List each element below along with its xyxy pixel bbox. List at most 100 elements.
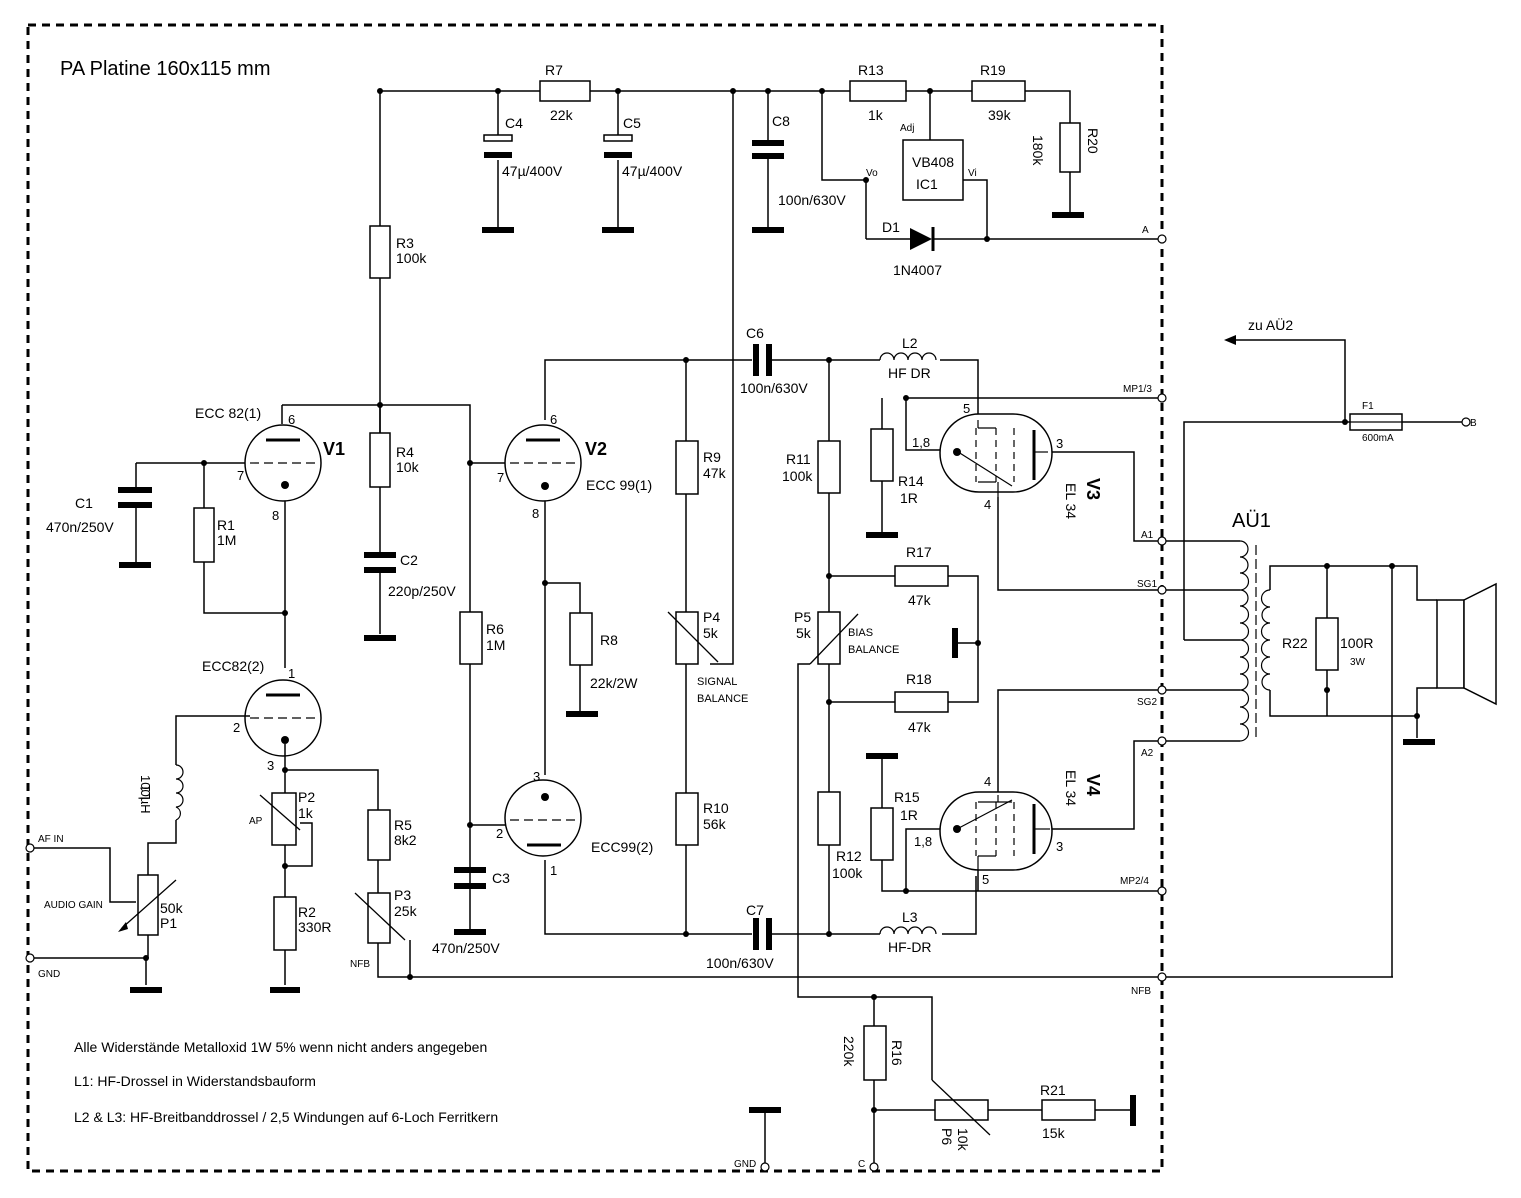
r10-value: 56k xyxy=(703,816,727,832)
r8-ref: R8 xyxy=(600,632,618,648)
v2b-triode xyxy=(504,779,582,857)
p2-ref: P2 xyxy=(298,789,315,805)
r11-ref: R11 xyxy=(786,451,811,467)
r4-ref: R4 xyxy=(396,444,414,460)
ic1-ref: IC1 xyxy=(916,176,938,192)
c5-plus-plate xyxy=(603,134,633,142)
r13-value: 1k xyxy=(868,107,884,123)
ic1-vi-label: Vi xyxy=(968,168,977,179)
v4-pentode xyxy=(939,791,1053,871)
p4-label-1: SIGNAL xyxy=(697,676,737,688)
l3-value: HF-DR xyxy=(888,939,932,955)
v2-cathode xyxy=(541,482,549,490)
p4-value: 5k xyxy=(703,625,719,641)
r20-value: 180k xyxy=(1030,135,1046,166)
v1b-junctions xyxy=(143,767,413,980)
r22-power: 3W xyxy=(1350,657,1366,668)
terminal-b xyxy=(1461,417,1471,427)
r22-value: 100R xyxy=(1340,635,1373,651)
r18-resistor xyxy=(894,691,949,713)
p3-wiper-arrow xyxy=(354,892,406,941)
terminal-c xyxy=(869,1162,879,1172)
l2-inductor xyxy=(879,352,937,361)
r13-resistor xyxy=(849,80,907,102)
board-title: PA Platine 160x115 mm xyxy=(60,58,271,80)
v4-pin-cathode: 1,8 xyxy=(914,834,932,849)
r16-resistor xyxy=(863,1025,887,1081)
r3-value: 100k xyxy=(396,250,427,266)
v4-name: EL 34 xyxy=(1063,770,1079,806)
p6-wiper-arrow xyxy=(931,1079,991,1136)
note-l1: L1: HF-Drossel in Widerstandsbauform xyxy=(74,1073,316,1089)
c8-value: 100n/630V xyxy=(778,192,846,208)
v2-ref: V2 xyxy=(585,439,607,459)
l2-ref: L2 xyxy=(902,335,918,351)
terminal-af-in-label: AF IN xyxy=(38,834,64,845)
terminal-nfb-label: NFB xyxy=(1131,986,1151,997)
v4-pin-screen: 4 xyxy=(984,774,991,789)
r4-resistor xyxy=(369,432,391,488)
r17-ref: R17 xyxy=(906,544,932,560)
terminal-gnd-bottom xyxy=(760,1162,770,1172)
terminal-nfb xyxy=(1157,972,1167,982)
r8-resistor xyxy=(569,612,593,666)
p4-ref: P4 xyxy=(703,609,720,625)
v1-pin-cathode: 8 xyxy=(272,508,279,523)
v4-ref: V4 xyxy=(1083,774,1103,796)
terminal-mp24-label: MP2/4 xyxy=(1120,876,1149,887)
p6-value: 10k xyxy=(955,1128,971,1152)
v2b-cathode xyxy=(541,793,549,801)
r7-resistor xyxy=(539,80,591,102)
terminal-sg2 xyxy=(1157,685,1167,695)
v3-pin-screen: 4 xyxy=(984,497,991,512)
ic1-vo-label: Vo xyxy=(866,168,878,179)
terminal-a2-label: A2 xyxy=(1141,748,1154,759)
ic1-part: VB408 xyxy=(912,154,954,170)
v2b-pin-anode: 1 xyxy=(550,863,557,878)
p6-potentiometer xyxy=(934,1099,989,1121)
c1-ref: C1 xyxy=(75,495,93,511)
v1-cathode xyxy=(281,481,289,489)
r8-value: 22k/2W xyxy=(590,675,638,691)
r22-ref: R22 xyxy=(1282,635,1308,651)
r19-value: 39k xyxy=(988,107,1012,123)
supply-junctions xyxy=(377,88,990,242)
r9-ref: R9 xyxy=(703,449,721,465)
p1-label: AUDIO GAIN xyxy=(44,900,103,911)
l3-inductor xyxy=(879,926,937,935)
speaker-icon xyxy=(1436,599,1465,689)
v2b-pin-cathode: 3 xyxy=(533,769,540,784)
c4-plus-plate xyxy=(483,134,513,142)
r21-ref: R21 xyxy=(1040,1082,1066,1098)
v2-pin-anode: 6 xyxy=(550,412,557,427)
r18-value: 47k xyxy=(908,719,932,735)
r12-ref: R12 xyxy=(836,848,862,864)
r15-ref: R15 xyxy=(894,789,920,805)
r14-ref: R14 xyxy=(898,473,924,489)
transformer-wires xyxy=(1166,339,1462,977)
v1-pin-anode: 6 xyxy=(288,412,295,427)
v3-pentode xyxy=(939,413,1053,497)
v2-junctions xyxy=(467,357,689,937)
r9-resistor xyxy=(675,440,699,495)
c4-value: 47µ/400V xyxy=(502,163,563,179)
r2-value: 330R xyxy=(298,919,331,935)
p2-label: AP xyxy=(249,816,263,827)
terminal-gnd-bottom-label: GND xyxy=(734,1159,756,1170)
r3-ref: R3 xyxy=(396,235,414,251)
v1-name: ECC 82(1) xyxy=(195,405,261,421)
c4-ref: C4 xyxy=(505,115,523,131)
output-wires xyxy=(772,359,1160,1080)
r19-resistor xyxy=(971,80,1026,102)
r17-resistor xyxy=(894,565,949,587)
c3-ref: C3 xyxy=(492,870,510,886)
r21-resistor xyxy=(1041,1099,1096,1121)
p1-wiper-arrow xyxy=(121,879,177,929)
v3-ref: V3 xyxy=(1083,478,1103,500)
v2b-name: ECC99(2) xyxy=(591,839,653,855)
v4-pin-anode: 3 xyxy=(1056,839,1063,854)
c7-value: 100n/630V xyxy=(706,955,774,971)
r5-value: 8k2 xyxy=(394,832,417,848)
r3-resistor xyxy=(369,225,391,279)
p2-potentiometer xyxy=(271,792,297,846)
